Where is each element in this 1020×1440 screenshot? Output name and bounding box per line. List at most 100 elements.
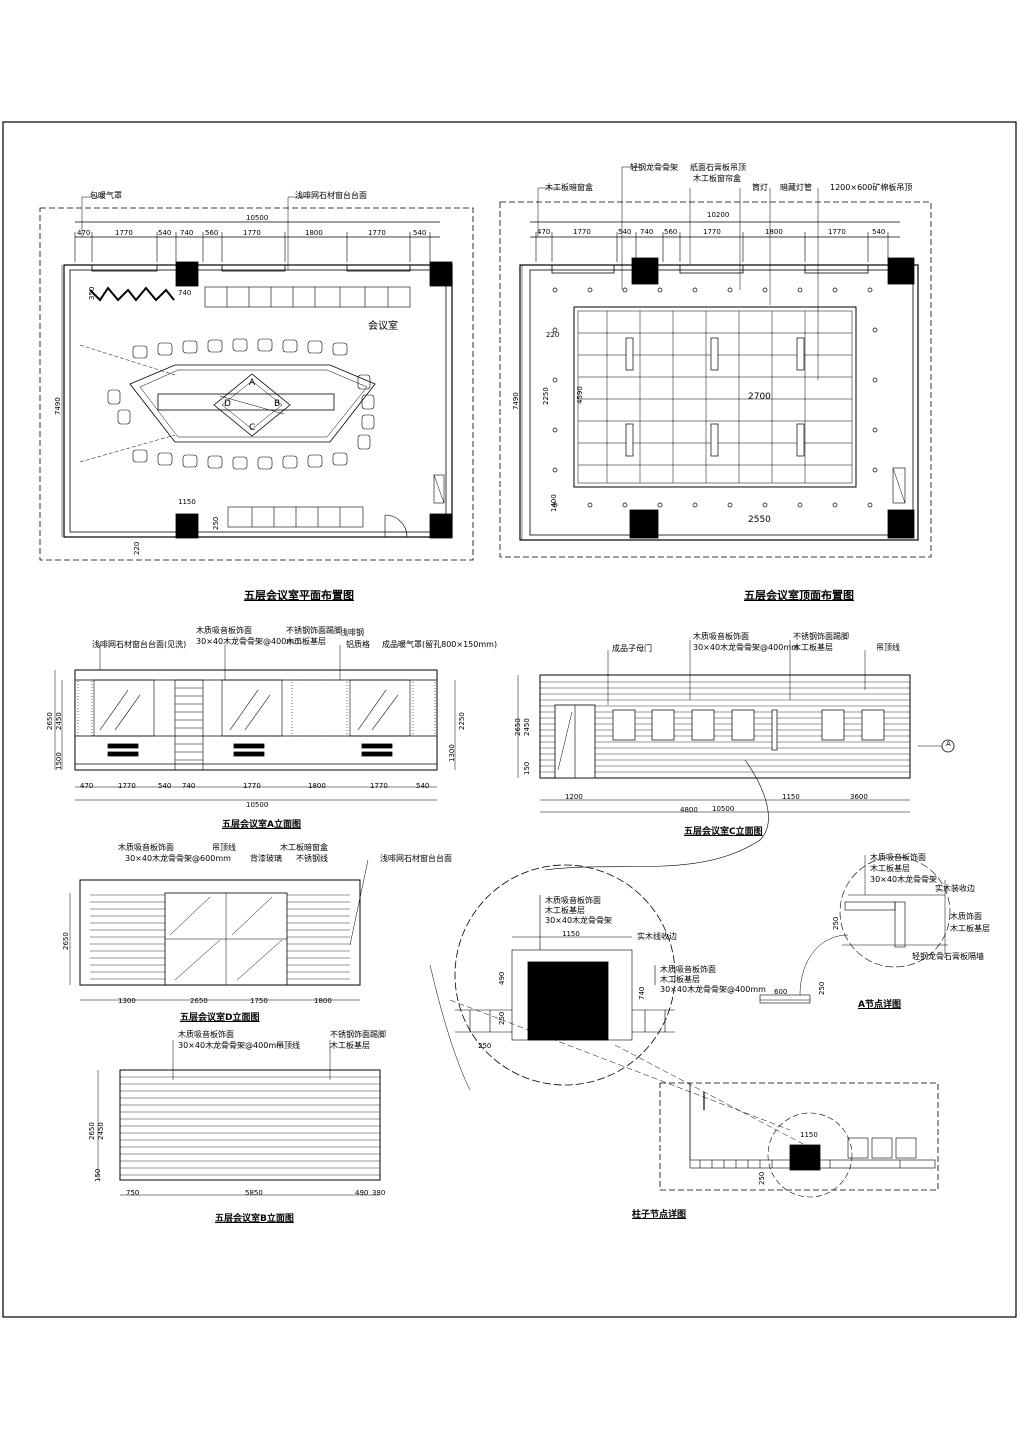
ceiling-dim-2: 540 xyxy=(618,228,632,236)
elev-a-note-3: 不锈钢饰面踢脚 xyxy=(286,626,342,635)
elev-b-note-3: 不锈钢饰面踢脚 xyxy=(330,1030,386,1039)
elev-d-dim-3: 1800 xyxy=(314,997,332,1005)
elev-d-note-5: 不锈钢线 xyxy=(296,854,328,863)
elev-a-dim-0: 470 xyxy=(80,782,94,790)
column-note-6: 30×40木龙骨骨架@400mm xyxy=(660,985,766,994)
column-note-1: 木工板基层 xyxy=(545,906,585,915)
elev-a-side-3: 2250 xyxy=(458,712,466,730)
elev-b-note-0: 木质吸音板饰面 xyxy=(178,1030,234,1039)
plan-letter-d: D xyxy=(224,399,231,409)
node-a-note-5: 木工板基层 xyxy=(950,924,990,933)
plan-dim-3: 740 xyxy=(180,229,194,237)
elev-c-note-3: 不锈钢饰面踢脚 xyxy=(793,632,849,641)
elev-a-dim-7: 540 xyxy=(416,782,430,790)
column-dim-0: 1150 xyxy=(562,930,580,938)
plan-note-2: 浅啡网石材窗台台面 xyxy=(295,191,367,200)
node-a-note-4: 木质饰面 xyxy=(950,912,982,921)
ceiling-dim-3: 740 xyxy=(640,228,654,236)
ceiling-dim-1: 1770 xyxy=(573,228,591,236)
plan-small-dim-3: 220 xyxy=(133,541,141,555)
plan-dim-6: 1800 xyxy=(305,229,323,237)
node-a-note-0: 木质吸音板饰面 xyxy=(870,853,926,862)
elev-a-title: 五层会议室A立面图 xyxy=(222,820,301,830)
column-dim-2: 250 xyxy=(498,1011,506,1025)
column-detail-small: 250 xyxy=(758,1171,766,1185)
elev-b-side-2: 150 xyxy=(94,1168,102,1182)
elev-b-side-1: 2450 xyxy=(97,1122,105,1140)
elev-b-dim-3: 380 xyxy=(372,1189,386,1197)
elevation-b xyxy=(97,1040,381,1196)
ceiling-note-5: 暗藏灯管 xyxy=(780,183,812,192)
column-dim-1: 490 xyxy=(498,971,506,985)
ceiling-note-6: 1200×600矿棉板吊顶 xyxy=(830,183,913,192)
ceiling-plan xyxy=(499,166,932,558)
elev-a-dim-1: 1770 xyxy=(118,782,136,790)
plan-small-dim-1: 250 xyxy=(212,516,220,530)
node-a-note-2: 30×40木龙骨骨架 xyxy=(870,875,938,884)
elev-a-note-1: 木质吸音板饰面 xyxy=(196,626,252,635)
elev-c-note-4: 木工板基层 xyxy=(793,643,833,652)
plan-title: 五层会议室平面布置图 xyxy=(244,589,354,602)
ceiling-side-2: 4590 xyxy=(576,386,584,404)
elevation-c xyxy=(517,640,955,813)
elev-a-dim-6: 1770 xyxy=(370,782,388,790)
plan-letter-c: C xyxy=(249,423,256,433)
elev-c-total: 10500 xyxy=(712,805,735,813)
elevation-d xyxy=(69,859,369,1001)
ceiling-side-0: 220 xyxy=(546,331,560,339)
elev-a-note-2: 30×40木龙骨骨架@400mm xyxy=(196,637,302,646)
elev-d-note-3: 背漆玻璃 xyxy=(250,854,282,863)
elev-a-note-6: 铝质格 xyxy=(346,640,370,649)
column-dim-3: 740 xyxy=(638,986,646,1000)
node-a-dim-2: 250 xyxy=(818,981,826,995)
node-a-note-1: 木工板基层 xyxy=(870,864,910,873)
elev-a-dim-3: 740 xyxy=(182,782,196,790)
plan-door-dim: 1150 xyxy=(178,498,196,506)
elev-d-side-0: 2650 xyxy=(62,932,70,950)
elev-a-side-2: 1500 xyxy=(55,752,63,770)
column-detail xyxy=(429,759,939,1198)
plan-height: 7490 xyxy=(54,397,62,415)
elev-c-dim-3: 3600 xyxy=(850,793,868,801)
elev-d-note-2: 吊顶线 xyxy=(212,843,236,852)
elev-a-total: 10500 xyxy=(246,801,269,809)
elev-b-dim-1: 5850 xyxy=(245,1189,263,1197)
ceiling-note-4: 筒灯 xyxy=(752,183,768,192)
node-a-note-6: 轻钢龙骨石膏板隔墙 xyxy=(912,952,984,961)
elev-a-side-0: 2650 xyxy=(46,712,54,730)
elev-c-title: 五层会议室C立面图 xyxy=(684,827,763,837)
elev-a-side-1: 2450 xyxy=(55,712,63,730)
elevation-a xyxy=(54,645,456,801)
plan-dim-8: 540 xyxy=(413,229,427,237)
elev-d-note-4: 木工板暗窗盒 xyxy=(280,843,328,852)
elev-b-side-0: 2650 xyxy=(88,1122,96,1140)
elev-d-note-1: 30×40木龙骨骨架@600mm xyxy=(125,854,231,863)
elev-b-dim-0: 750 xyxy=(126,1189,140,1197)
elev-d-title: 五层会议室D立面图 xyxy=(180,1013,260,1023)
elev-d-dim-2: 1750 xyxy=(250,997,268,1005)
plan-dim-0: 470 xyxy=(77,229,91,237)
ceiling-side-3: 1400 xyxy=(550,494,558,512)
elev-c-note-5: 吊顶线 xyxy=(876,643,900,652)
node-a-dim-1: 600 xyxy=(774,988,788,996)
elev-c-side-1: 2450 xyxy=(523,718,531,736)
elev-a-dim-2: 540 xyxy=(158,782,172,790)
plan-room-name: 会议室 xyxy=(368,321,398,332)
plan-letter-b: B xyxy=(274,399,281,409)
elev-d-note-0: 木质吸音板饰面 xyxy=(118,843,174,852)
column-note-0: 木质吸音板饰面 xyxy=(545,896,601,905)
ceiling-note-0: 木工板暗窗盒 xyxy=(545,183,593,192)
ceiling-dim-5: 1770 xyxy=(703,228,721,236)
elev-a-note-5: 浅啡钢 xyxy=(340,628,364,637)
floor-plan xyxy=(39,196,474,561)
column-note-4: 木质吸音板饰面 xyxy=(660,965,716,974)
elev-c-note-0: 成品子母门 xyxy=(612,644,652,653)
elev-c-section-mark: A xyxy=(946,740,951,748)
column-detail-dim: 1150 xyxy=(800,1131,818,1139)
elev-c-dim-0: 1200 xyxy=(565,793,583,801)
column-note-2: 30×40木龙骨骨架 xyxy=(545,916,613,925)
ceiling-elevation-2: 2550 xyxy=(748,515,771,525)
elev-a-side-4: 1300 xyxy=(448,744,456,762)
elev-c-note-1: 木质吸音板饰面 xyxy=(693,632,749,641)
